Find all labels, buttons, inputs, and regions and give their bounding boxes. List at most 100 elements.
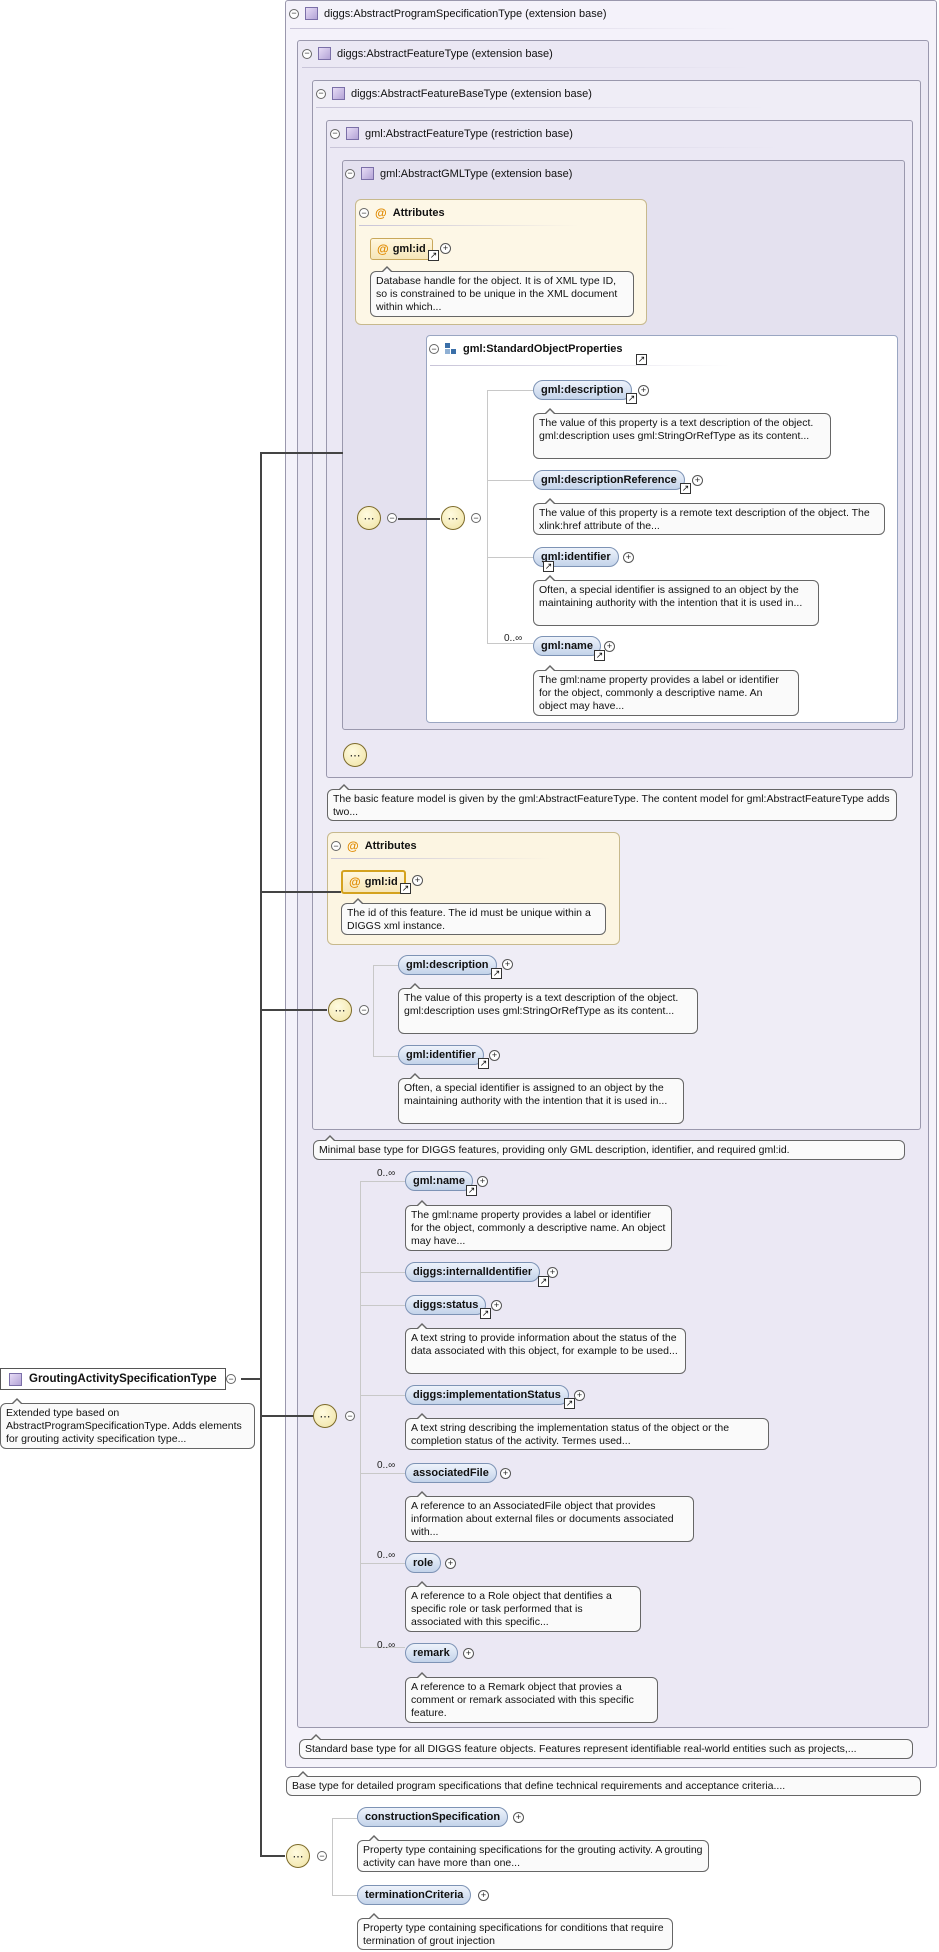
- sequence-compositor-icon[interactable]: ⋯: [286, 1844, 310, 1868]
- expand-icon[interactable]: +: [412, 875, 423, 886]
- sequence-compositor-icon[interactable]: ⋯: [328, 998, 352, 1022]
- attributes-header[interactable]: − @ Attributes: [359, 206, 445, 220]
- tree-line: [373, 965, 374, 1056]
- attribute-gml-id[interactable]: @ gml:id: [341, 870, 406, 894]
- element-role[interactable]: role: [405, 1553, 442, 1573]
- collapse-icon[interactable]: −: [330, 128, 340, 139]
- collapse-icon[interactable]: −: [345, 168, 355, 179]
- expand-icon[interactable]: +: [502, 959, 513, 970]
- collapse-icon[interactable]: −: [289, 8, 299, 19]
- expand-icon[interactable]: +: [478, 1890, 489, 1901]
- reference-arrow-icon[interactable]: ↗: [466, 1185, 477, 1196]
- tree-line: [487, 390, 488, 643]
- reference-arrow-icon[interactable]: ↗: [543, 561, 554, 572]
- collapse-icon[interactable]: −: [331, 841, 341, 851]
- reference-arrow-icon[interactable]: ↗: [491, 968, 502, 979]
- sequence-compositor-icon[interactable]: ⋯: [357, 506, 381, 530]
- gml-feature-header[interactable]: − gml:AbstractFeatureType (restriction b…: [330, 127, 573, 140]
- attribute-gml-id[interactable]: @ gml:id: [370, 238, 433, 260]
- expand-icon[interactable]: +: [500, 1468, 511, 1479]
- standard-object-properties-header[interactable]: − gml:StandardObjectProperties: [429, 343, 623, 355]
- element-gml-description[interactable]: gml:description: [398, 955, 497, 975]
- element-gml-name[interactable]: gml:name: [405, 1171, 473, 1191]
- root-type-description: Extended type based on AbstractProgramSp…: [0, 1398, 255, 1449]
- ext-feature-footer: Standard base type for all DIGGS feature…: [299, 1734, 913, 1759]
- tree-line: [373, 965, 398, 966]
- complex-type-icon: [9, 1372, 22, 1386]
- expand-icon[interactable]: +: [440, 243, 451, 254]
- connector: [398, 518, 440, 520]
- reference-arrow-icon[interactable]: ↗: [564, 1398, 575, 1409]
- ext-program-header[interactable]: − diggs:AbstractProgramSpecificationType…: [289, 7, 606, 20]
- expand-icon[interactable]: +: [445, 1558, 456, 1569]
- root-type-node[interactable]: GroutingActivitySpecificationType: [0, 1368, 226, 1390]
- element-gml-description[interactable]: gml:description: [533, 380, 632, 400]
- sequence-compositor-icon[interactable]: ⋯: [313, 1404, 337, 1428]
- divider: [330, 147, 780, 148]
- element-gml-description-reference[interactable]: gml:descriptionReference: [533, 470, 685, 490]
- collapse-icon[interactable]: −: [471, 513, 481, 523]
- collapse-icon[interactable]: −: [359, 1005, 369, 1015]
- element-termination-criteria[interactable]: terminationCriteria: [357, 1885, 472, 1905]
- reference-arrow-icon[interactable]: ↗: [594, 650, 605, 661]
- collapse-icon[interactable]: −: [317, 1851, 327, 1861]
- divider: [331, 858, 551, 859]
- tree-line: [332, 1818, 357, 1819]
- ext-featurebase-header[interactable]: − diggs:AbstractFeatureBaseType (extensi…: [316, 87, 592, 100]
- collapse-icon[interactable]: −: [316, 88, 326, 99]
- sequence-compositor-icon[interactable]: ⋯: [343, 743, 367, 767]
- divider: [430, 365, 730, 366]
- tree-line: [487, 557, 533, 558]
- cardinality-label: 0..∞: [377, 1550, 396, 1561]
- expand-icon[interactable]: +: [638, 385, 649, 396]
- expand-icon[interactable]: +: [489, 1050, 500, 1061]
- element-gml-identifier[interactable]: gml:identifier: [398, 1045, 484, 1065]
- reference-arrow-icon[interactable]: ↗: [538, 1276, 549, 1287]
- element-gml-name[interactable]: gml:name: [533, 636, 601, 656]
- element-remark[interactable]: remark: [405, 1643, 458, 1663]
- collapse-icon[interactable]: −: [387, 513, 397, 523]
- attribute-label: gml:id: [392, 243, 426, 255]
- element-diggs-implementation-status[interactable]: diggs:implementationStatus: [405, 1385, 569, 1405]
- expand-icon[interactable]: +: [623, 552, 634, 563]
- element-diggs-internal-identifier[interactable]: diggs:internalIdentifier: [405, 1262, 541, 1282]
- collapse-icon[interactable]: −: [302, 48, 312, 59]
- reference-arrow-icon[interactable]: ↗: [428, 250, 439, 261]
- element-description: Often, a special identifier is assigned …: [533, 575, 819, 626]
- element-description: The gml:name property provides a label o…: [533, 665, 799, 716]
- expand-icon[interactable]: +: [574, 1390, 585, 1401]
- reference-arrow-icon[interactable]: ↗: [636, 354, 647, 365]
- expand-icon[interactable]: +: [604, 641, 615, 652]
- element-construction-specification[interactable]: constructionSpecification: [357, 1807, 509, 1827]
- reference-arrow-icon[interactable]: ↗: [626, 393, 637, 404]
- reference-arrow-icon[interactable]: ↗: [480, 1308, 491, 1319]
- element-associated-file[interactable]: associatedFile: [405, 1463, 497, 1483]
- expand-icon[interactable]: +: [692, 475, 703, 486]
- expand-icon[interactable]: +: [547, 1267, 558, 1278]
- collapse-icon[interactable]: −: [429, 344, 439, 354]
- reference-arrow-icon[interactable]: ↗: [680, 483, 691, 494]
- attribute-icon: @: [375, 206, 387, 220]
- attributes-header[interactable]: − @ Attributes: [331, 839, 417, 853]
- element-diggs-status[interactable]: diggs:status: [405, 1295, 487, 1315]
- ext-feature-header[interactable]: − diggs:AbstractFeatureType (extension b…: [302, 47, 553, 60]
- gml-gmltype-header[interactable]: − gml:AbstractGMLType (extension base): [345, 167, 572, 180]
- expand-icon[interactable]: +: [513, 1812, 524, 1823]
- expand-icon[interactable]: +: [477, 1176, 488, 1187]
- expand-icon[interactable]: +: [463, 1648, 474, 1659]
- element-description: A reference to an AssociatedFile object …: [405, 1491, 694, 1542]
- divider: [359, 225, 579, 226]
- sequence-compositor-icon[interactable]: ⋯: [441, 506, 465, 530]
- group-icon: [445, 343, 457, 355]
- element-gml-identifier[interactable]: gml:identifier: [533, 547, 619, 567]
- collapse-icon[interactable]: −: [359, 208, 369, 218]
- collapse-icon[interactable]: −: [226, 1374, 236, 1384]
- attribute-description: The id of this feature. The id must be u…: [341, 898, 606, 935]
- collapse-icon[interactable]: −: [345, 1411, 355, 1421]
- expand-icon[interactable]: +: [491, 1300, 502, 1311]
- reference-arrow-icon[interactable]: ↗: [478, 1058, 489, 1069]
- root-type-name: GroutingActivitySpecificationType: [29, 1373, 217, 1385]
- reference-arrow-icon[interactable]: ↗: [400, 883, 411, 894]
- cardinality-label: 0..∞: [504, 633, 523, 644]
- tree-line: [360, 1563, 405, 1564]
